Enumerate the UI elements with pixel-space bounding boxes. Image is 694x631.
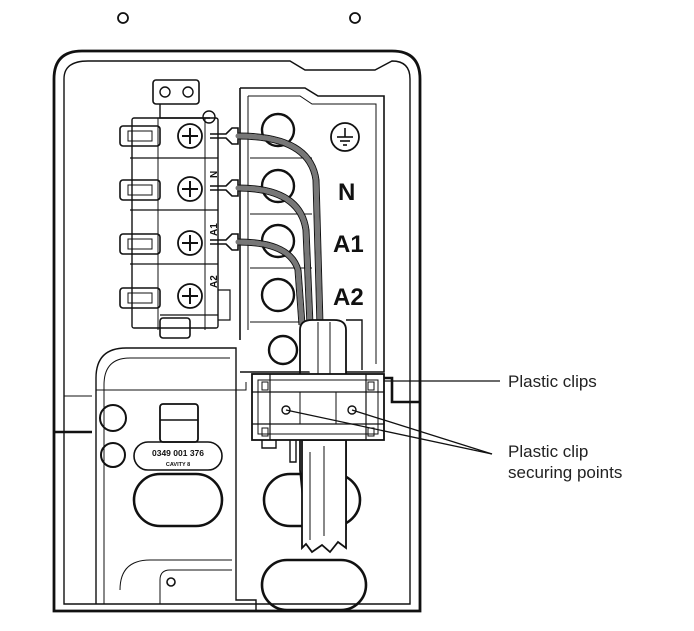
round-knockout-2 xyxy=(100,442,126,468)
terminal-hole-earth xyxy=(260,112,296,148)
terminal-label-n: N xyxy=(338,179,355,206)
rating-label: 0349 001 376 CAVITY 8 xyxy=(133,441,223,471)
clip-securing-point-right xyxy=(347,405,357,415)
mounting-hole-right xyxy=(349,12,361,24)
rating-label-code: 0349 001 376 xyxy=(152,448,204,458)
mounting-hole-left xyxy=(117,12,129,24)
clip-securing-point-left xyxy=(281,405,291,415)
round-knockout-1 xyxy=(99,404,127,432)
cable-wires xyxy=(235,133,323,328)
block-label-a2: A2 xyxy=(209,275,220,288)
housing-outline xyxy=(52,49,422,613)
rating-label-caption: CAVITY 8 xyxy=(166,462,190,468)
cable-wires-outline xyxy=(237,132,324,326)
terminal-panel: N A1 A2 xyxy=(239,87,385,373)
terminal-label-a1: A1 xyxy=(333,231,364,258)
terminal-label-a2: A2 xyxy=(333,284,364,311)
block-label-n: N xyxy=(209,171,220,178)
callout-securing-points-line2: securing points xyxy=(508,463,623,482)
oval-knockout-1 xyxy=(132,472,224,528)
plastic-clamp xyxy=(251,373,385,463)
callout-plastic-clips: Plastic clips xyxy=(508,372,597,391)
terminal-hole-a2 xyxy=(260,277,296,313)
terminal-hole-neutral xyxy=(260,168,296,204)
lower-compartment xyxy=(95,347,368,612)
terminal-block: N A1 A2 xyxy=(119,79,231,339)
block-label-a1: A1 xyxy=(209,223,220,236)
oval-knockout-3 xyxy=(260,558,368,612)
terminal-hole-lower xyxy=(267,334,299,366)
callout-securing-points-line1: Plastic clip xyxy=(508,442,589,461)
callout-leaders xyxy=(285,380,500,455)
earth-icon xyxy=(330,122,360,152)
